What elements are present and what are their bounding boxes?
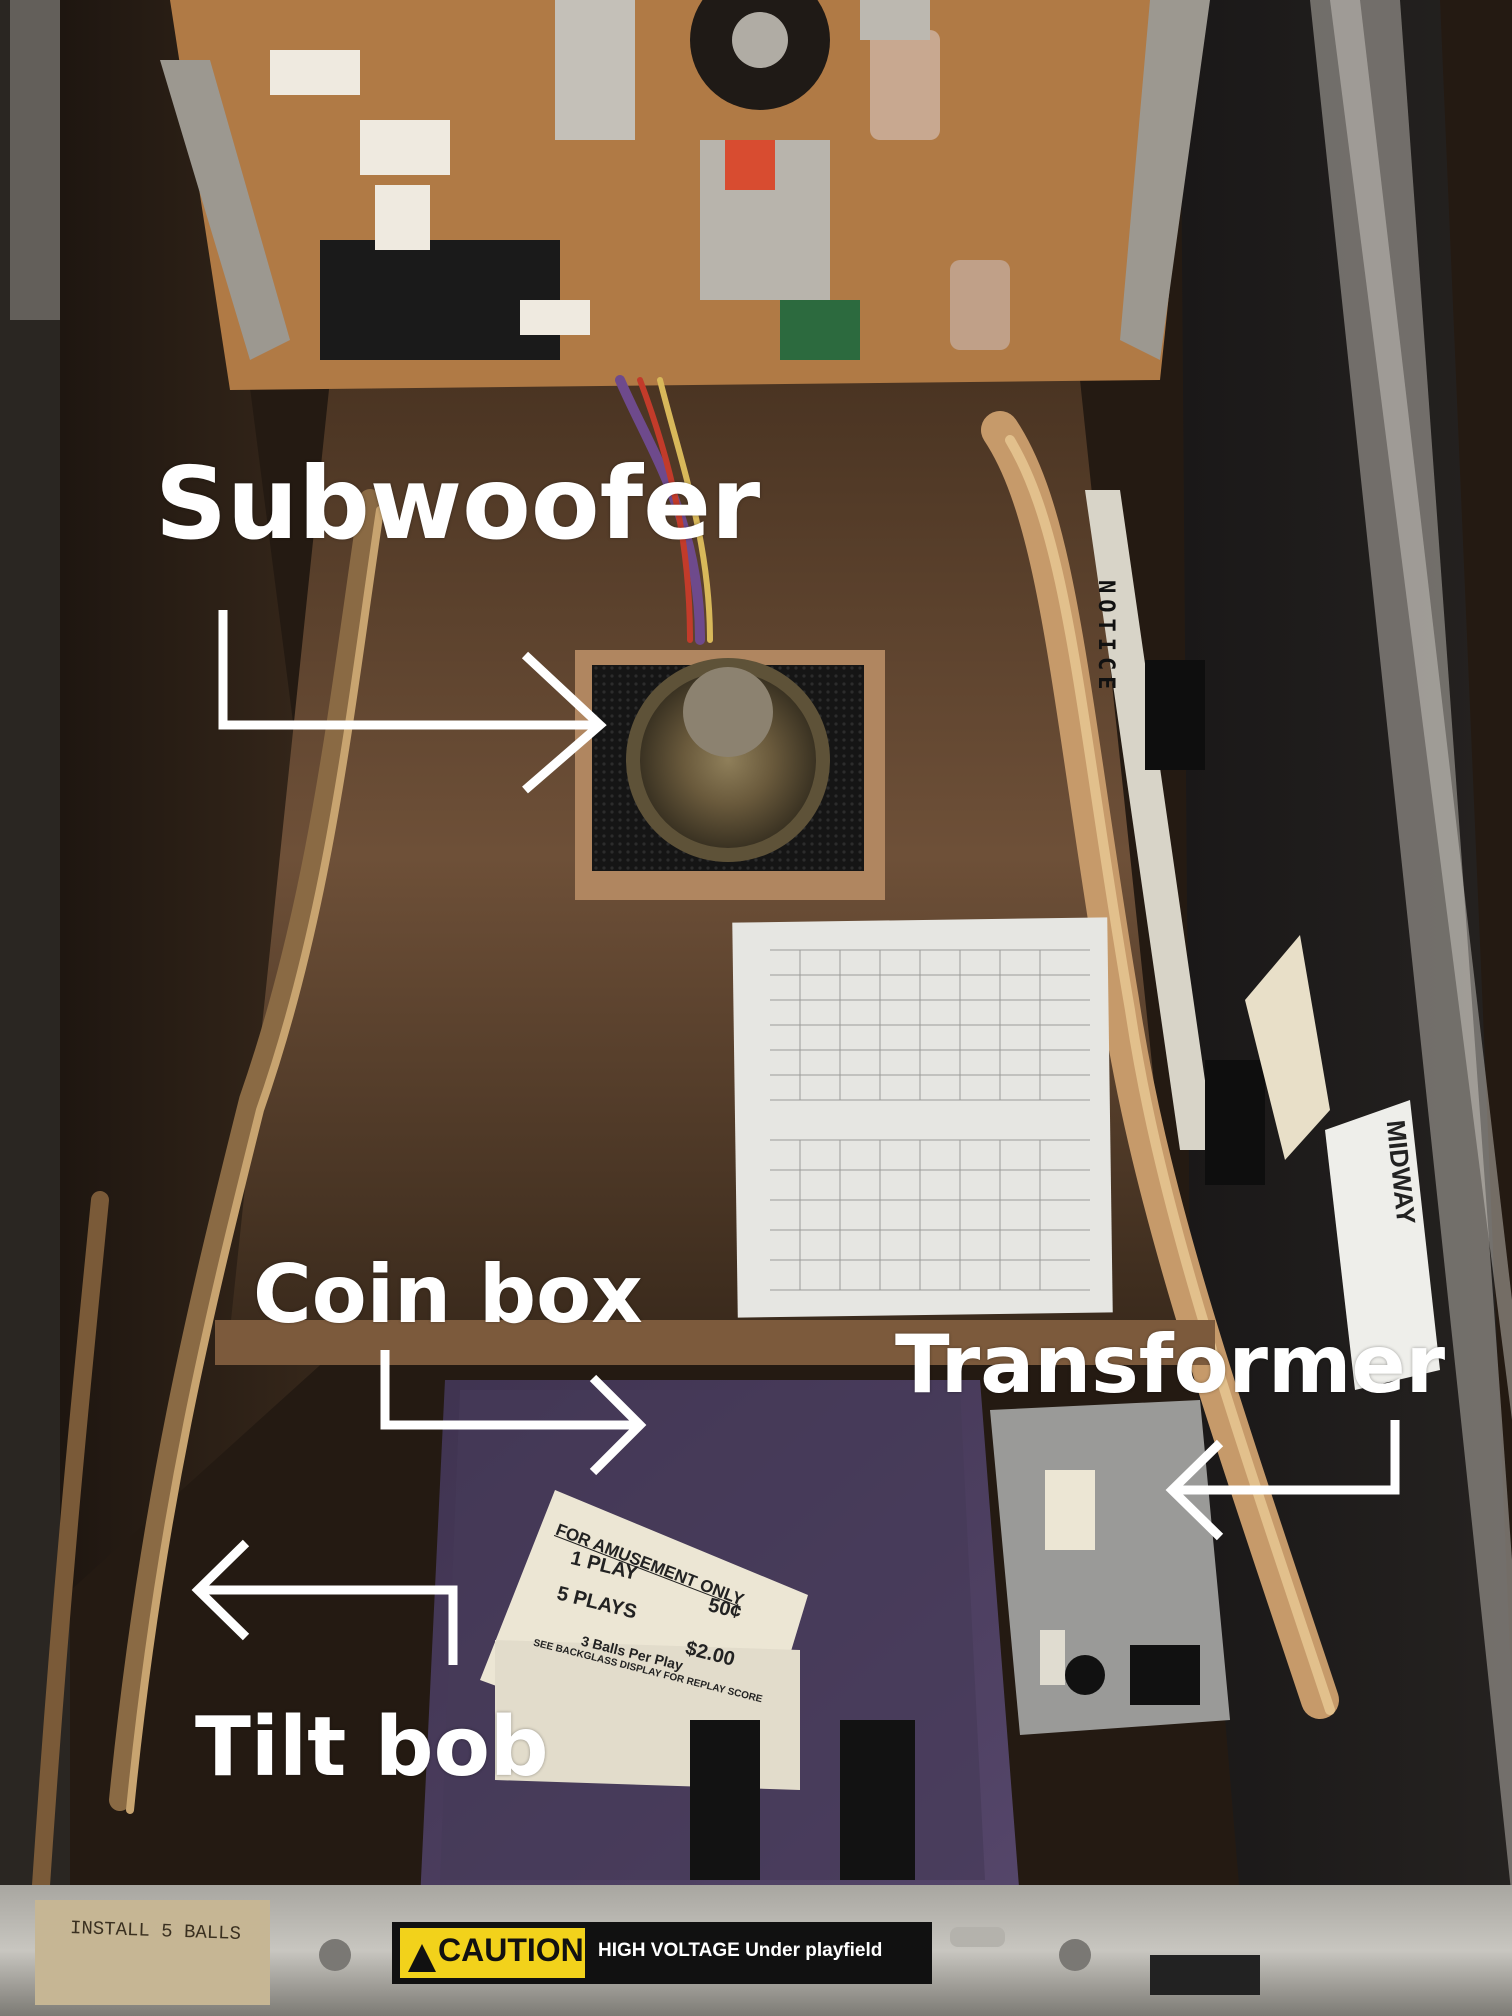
- warning-triangle-icon: [408, 1944, 436, 1972]
- right-bracket: [1120, 0, 1210, 360]
- bar-latch: [950, 1927, 1005, 1947]
- coil-bracket-1: [555, 0, 635, 140]
- lamp-switch-matrix-sheet: [732, 917, 1113, 1318]
- coil-1: [870, 30, 940, 140]
- annotation-arrows: [191, 610, 1400, 1665]
- circuit-board: [780, 300, 860, 360]
- connector-2: [360, 120, 450, 175]
- transformer-sticker: [1040, 1630, 1065, 1685]
- notice-strip-text: NOTICE: [1093, 580, 1118, 696]
- red-coil-sleeve: [725, 140, 775, 190]
- connector-1: [270, 50, 360, 95]
- coin-box-arrow: [380, 1350, 640, 1430]
- power-socket: [1130, 1645, 1200, 1705]
- coin-box-arrowhead: [589, 1374, 647, 1476]
- handwritten-tag-bg: [35, 1900, 270, 2005]
- manufacturer-plate-bg: [1325, 1100, 1440, 1390]
- tilt-bob-arrow: [198, 1585, 458, 1665]
- right-rail-highlight: [1330, 0, 1512, 1420]
- transformer-terminal: [1045, 1470, 1095, 1550]
- right-side-rail: [1310, 0, 1512, 1900]
- left-bracket: [160, 60, 290, 360]
- wall-paper-notice: [1245, 935, 1330, 1160]
- connector-3: [375, 185, 430, 250]
- coin-mech-2: [840, 1720, 915, 1880]
- bar-clip: [1150, 1955, 1260, 1995]
- matrix-grid: [770, 949, 1090, 1291]
- wall-block-2: [1205, 1060, 1265, 1185]
- subwoofer-magnet: [683, 667, 773, 757]
- wire-harness: [31, 375, 1339, 1909]
- coil-2: [950, 260, 1010, 350]
- bumper-nut: [732, 12, 788, 68]
- caution-message: HIGH VOLTAGE Under playfield: [598, 1940, 883, 1961]
- subwoofer-arrowhead: [521, 651, 607, 794]
- notice-strip-rail: [1085, 490, 1215, 1150]
- wall-block-1: [1145, 660, 1205, 770]
- subwoofer-arrow: [218, 610, 600, 730]
- bar-screw-2: [1059, 1939, 1091, 1971]
- transformer-label: Transformer: [895, 1318, 1446, 1411]
- transformer-arrow: [1172, 1420, 1400, 1495]
- coin-mech-1: [690, 1720, 760, 1880]
- fuse-holder: [1065, 1655, 1105, 1695]
- transformer-arrowhead: [1165, 1439, 1224, 1541]
- tilt-bob-arrowhead: [191, 1539, 250, 1641]
- tilt-bob-label: Tilt bob: [195, 1700, 549, 1795]
- coin-box-label: Coin box: [253, 1248, 643, 1341]
- connector-4: [520, 300, 590, 335]
- subwoofer-label: Subwoofer: [155, 445, 761, 562]
- bar-screw-1: [319, 1939, 351, 1971]
- left-edge-highlight: [10, 0, 60, 320]
- coil-bracket-2: [860, 0, 930, 40]
- caution-word: CAUTION: [438, 1932, 584, 1968]
